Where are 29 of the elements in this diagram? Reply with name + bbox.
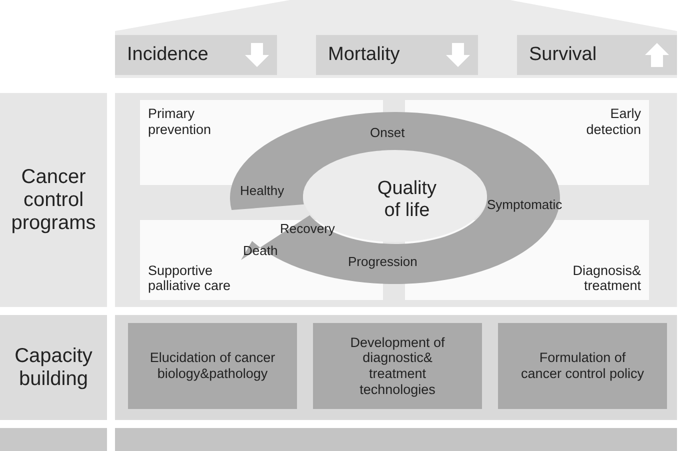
stage-label: Symptomatic <box>487 198 562 213</box>
indicator-box <box>316 35 478 75</box>
row-header <box>0 428 107 451</box>
center-label: Quality of life <box>376 178 438 222</box>
program-label: Early detection <box>585 106 641 138</box>
row-heading: Cancer control programs <box>10 166 97 234</box>
indicator-label: Incidence <box>127 44 208 66</box>
row-panel <box>115 315 677 420</box>
row-panel <box>115 93 677 307</box>
capacity-box <box>313 323 482 409</box>
program-label: Diagnosis& treatment <box>572 262 641 294</box>
row-panel <box>115 428 677 451</box>
indicator-label: Mortality <box>328 44 400 66</box>
capacity-box <box>498 323 667 409</box>
indicator-box <box>115 35 277 75</box>
row-heading: Capacity building <box>14 344 94 390</box>
capacity-box <box>128 323 297 409</box>
capacity-label: Formulation of cancer control policy <box>520 350 646 382</box>
capacity-label: Development of diagnostic& treatment technologies <box>349 334 446 398</box>
capacity-label: Elucidation of cancer biology&pathology <box>148 350 276 382</box>
stage-label: Onset <box>370 126 405 141</box>
indicator-label: Survival <box>529 44 597 66</box>
stage-label: Healthy <box>240 184 284 199</box>
indicator-box <box>517 35 677 75</box>
program-label: Supportive palliative care <box>148 262 232 294</box>
stage-label: Progression <box>348 255 418 270</box>
row-header <box>0 315 107 420</box>
program-label: Primary prevention <box>148 106 212 138</box>
row-header <box>0 93 107 307</box>
